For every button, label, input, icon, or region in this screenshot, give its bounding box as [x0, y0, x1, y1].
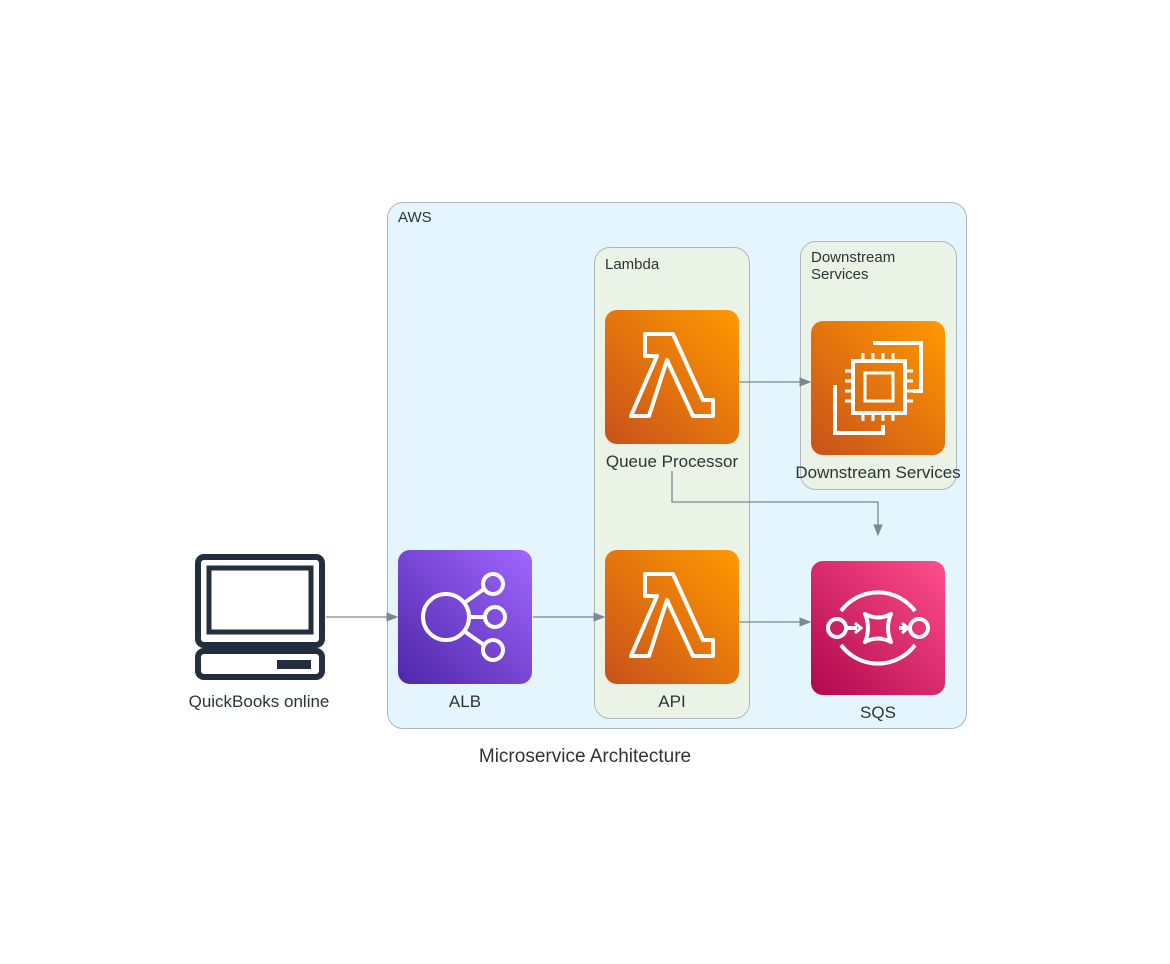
aws-cluster-label: AWS — [398, 209, 432, 226]
edge-queue-to-sqs — [671, 471, 883, 537]
api-label: API — [658, 692, 686, 711]
elastic-load-balancer-icon — [398, 550, 532, 684]
downstream-cluster-label: Downstream Services — [811, 249, 896, 283]
sqs-label: SQS — [860, 703, 896, 722]
diagram-caption: Microservice Architecture — [478, 746, 692, 767]
queue-processor-label: Queue Processor — [605, 452, 739, 471]
alb-label: ALB — [448, 692, 482, 711]
ec2-instances-icon — [811, 321, 945, 455]
lambda-cluster-label: Lambda — [605, 256, 660, 273]
desktop-computer-icon — [195, 554, 325, 680]
lambda-icon — [605, 310, 739, 444]
lambda-icon — [605, 550, 739, 684]
sqs-queue-icon — [811, 561, 945, 695]
client-label: QuickBooks online — [188, 692, 330, 711]
downstream-label: Downstream Services — [795, 463, 961, 482]
